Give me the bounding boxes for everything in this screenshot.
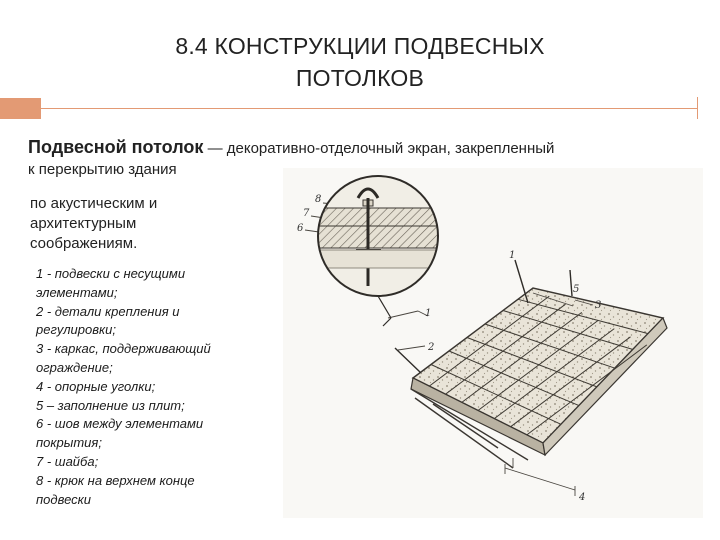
title-divider xyxy=(41,108,697,109)
ceiling-diagram-svg: 8 7 6 1 2 3 4 5 1 xyxy=(297,175,668,503)
definition: Подвесной потолок — декоративно-отделочн… xyxy=(28,137,708,158)
callout-label: 2 xyxy=(427,342,434,353)
ceiling-side-edge xyxy=(542,316,668,457)
legend-line: 1 - подвески с несущими xyxy=(36,266,186,281)
legend-line: ограждение; xyxy=(36,359,113,375)
legend-line: покрытия; xyxy=(36,435,102,451)
legend-line: 6 - шов между элементами xyxy=(36,416,204,432)
callout-label: 8 xyxy=(315,194,321,205)
legend-line: 3 - каркас, поддерживающий xyxy=(36,341,211,357)
detail-callout xyxy=(317,175,439,327)
definition-term: Подвесной потолок xyxy=(28,137,204,157)
legend-line: 5 – заполнение из плит; xyxy=(36,397,185,413)
legend-line: 7 - шайба; xyxy=(36,453,99,469)
hangers xyxy=(394,259,573,374)
callout-label: 5 xyxy=(573,284,579,295)
legend-line: подвески xyxy=(36,491,92,507)
legend-list: 1 - подвески с несущими элементами; 2 - … xyxy=(36,265,276,509)
title-line-2: ПОТОЛКОВ xyxy=(295,65,425,91)
callout-label: 3 xyxy=(595,300,601,311)
legend-line: элементами; xyxy=(36,284,118,300)
callout-label: 1 xyxy=(425,308,431,319)
definition-reason: по акустическим и архитектурным соображе… xyxy=(30,195,158,252)
ceiling-diagram: 8 7 6 1 2 3 4 5 1 xyxy=(283,168,703,518)
ceiling-grid xyxy=(429,295,649,436)
callout-label: 6 xyxy=(297,223,304,234)
carcass-strips xyxy=(410,388,529,469)
definition-continuation: к перекрытию здания xyxy=(28,161,177,178)
title-line-1: 8.4 КОНСТРУКЦИИ ПОДВЕСНЫХ xyxy=(175,33,545,59)
legend-line: регулировки; xyxy=(36,322,117,338)
dimension-lines xyxy=(504,458,576,496)
title-divider-end xyxy=(697,97,698,119)
definition-text: — декоративно-отделочный экран, закрепле… xyxy=(203,140,555,157)
slide-title: 8.4 КОНСТРУКЦИИ ПОДВЕСНЫХ ПОТОЛКОВ xyxy=(100,30,620,94)
callout-label: 4 xyxy=(578,492,585,503)
legend-line: 8 - крюк на верхнем конце xyxy=(36,472,195,488)
callout-label: 1 xyxy=(509,250,515,261)
callout-label: 7 xyxy=(303,208,310,219)
legend-line: 4 - опорные уголки; xyxy=(36,378,156,394)
accent-block xyxy=(0,98,41,119)
legend-line: 2 - детали крепления и xyxy=(36,303,180,319)
